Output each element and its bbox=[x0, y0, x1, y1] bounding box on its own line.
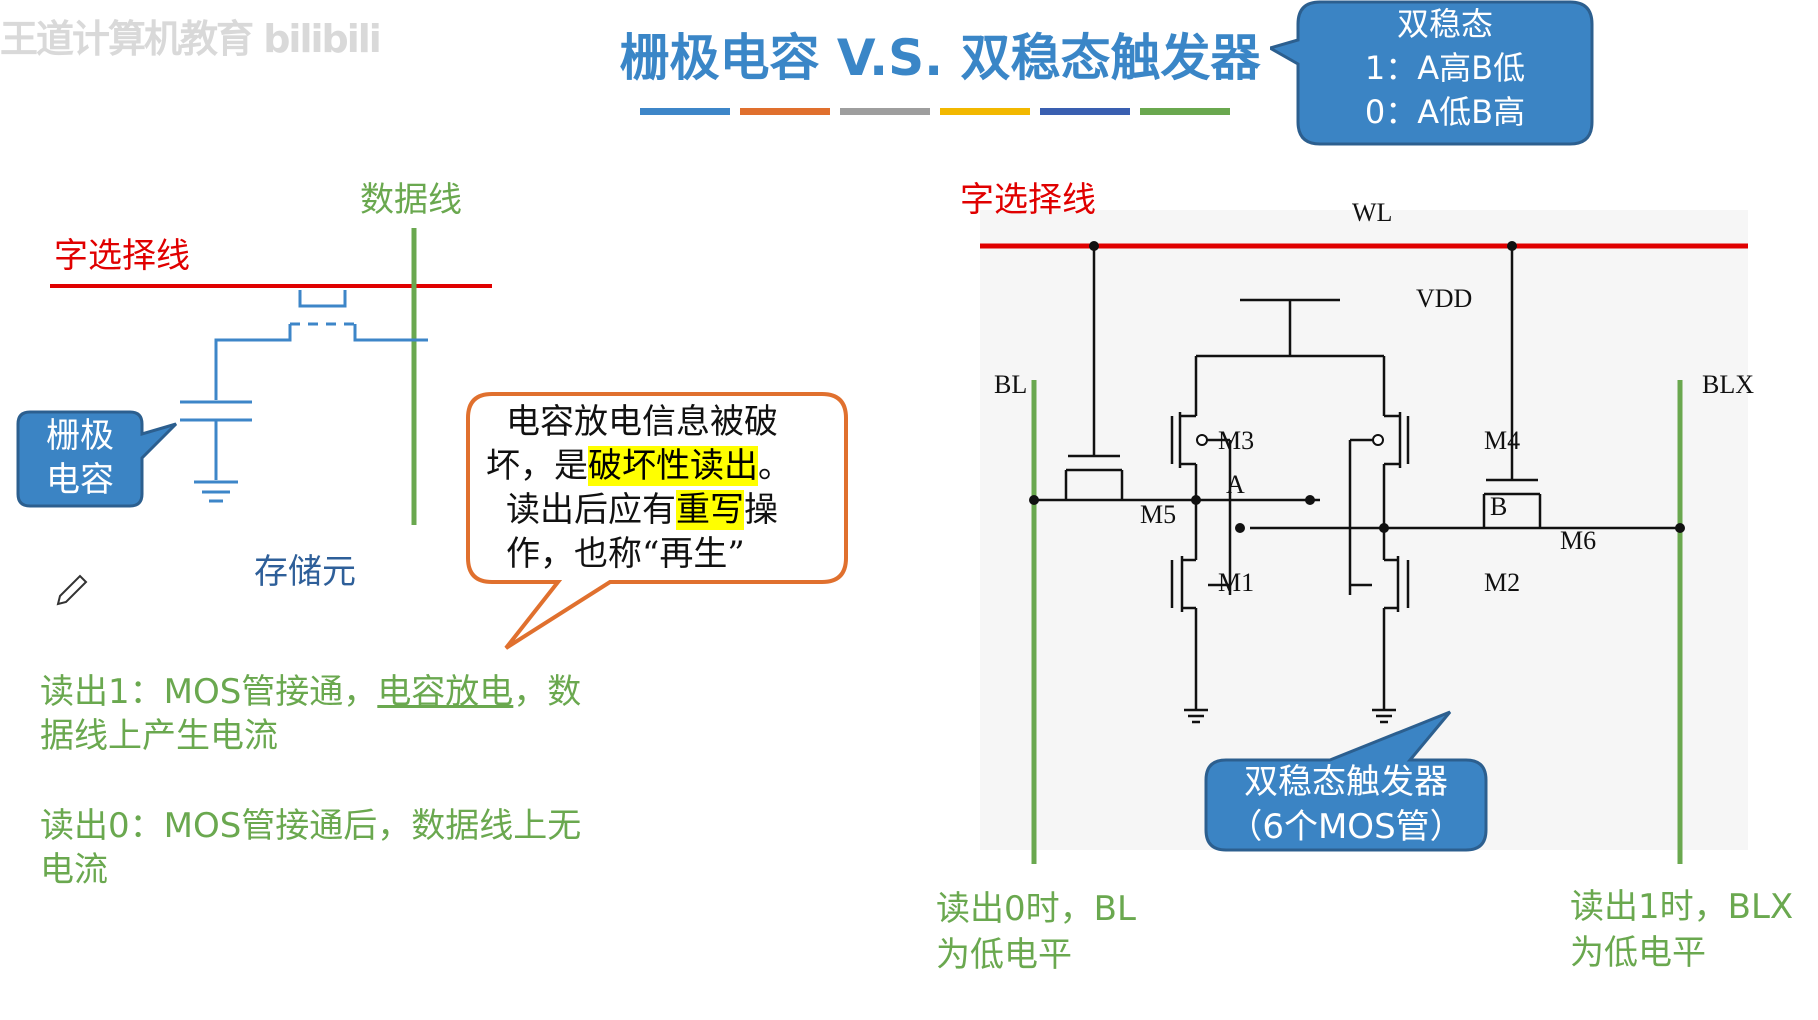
label-m2: M2 bbox=[1484, 568, 1521, 597]
bubble-highlight-rewrite: 重写 bbox=[676, 490, 744, 530]
page-title: 栅极电容 V.S. 双稳态触发器 bbox=[619, 29, 1261, 87]
junction-dots bbox=[1029, 241, 1685, 533]
bubble-highlight-destructive: 破坏性读出 bbox=[588, 446, 758, 486]
flipflop-callout-shape bbox=[1204, 710, 1488, 852]
m3-gate-bubble bbox=[1196, 434, 1208, 446]
label-m1: M1 bbox=[1218, 568, 1255, 597]
read1-note: 读出1：MOS管接通，电容放电，数 据线上产生电流 bbox=[40, 670, 581, 758]
storage-cell-label: 存储元 bbox=[254, 552, 356, 592]
circuit-wires bbox=[1034, 246, 1680, 724]
label-wl: WL bbox=[1352, 198, 1393, 227]
label-m3: M3 bbox=[1218, 426, 1255, 455]
read0-line2: 电流 bbox=[40, 850, 108, 890]
left-word-line-label: 字选择线 bbox=[54, 236, 190, 276]
ground-icon bbox=[194, 480, 238, 503]
bubble-line3-post: 操 bbox=[744, 490, 778, 530]
title-bar-3 bbox=[840, 108, 930, 115]
read1-line1: 读出1：MOS管接通，电容放电，数 bbox=[40, 670, 581, 714]
right-word-line-label: 字选择线 bbox=[960, 180, 1096, 220]
pen-cursor-icon bbox=[56, 574, 88, 606]
title-bar-6 bbox=[1140, 108, 1230, 115]
label-m4: M4 bbox=[1484, 426, 1521, 455]
flipflop-callout: 双稳态触发器 （6个MOS管） bbox=[1206, 760, 1486, 850]
bubble-line2-post: 。 bbox=[758, 446, 792, 486]
bubble-line2-pre: 坏，是 bbox=[486, 446, 588, 486]
schematic-background bbox=[980, 210, 1748, 850]
blx-note-line2: 为低电平 bbox=[1570, 933, 1706, 973]
label-m6: M6 bbox=[1560, 526, 1597, 555]
top-callout-line1: 双稳态 bbox=[1396, 5, 1493, 43]
read1-underlined: 电容放电 bbox=[377, 672, 514, 712]
label-node-a: A bbox=[1226, 470, 1245, 499]
watermark: 王道计算机教育 bilibili bbox=[0, 17, 382, 61]
gate-cap-callout: 栅极 电容 bbox=[18, 414, 142, 502]
gate-cap-line2: 电容 bbox=[46, 460, 114, 500]
gate-cap-line1: 栅极 bbox=[46, 416, 114, 456]
title-bar-2 bbox=[740, 108, 830, 115]
title-bar-1 bbox=[640, 108, 730, 115]
mos-transistor bbox=[214, 290, 428, 400]
read1-pre: 读出1：MOS管接通， bbox=[40, 672, 378, 712]
bl-note-line1: 读出0时，BL bbox=[936, 889, 1136, 929]
bubble-line3: 读出后应有重写操 bbox=[486, 488, 836, 532]
flipflop-callout-line1: 双稳态触发器 bbox=[1244, 762, 1448, 802]
top-callout-shape bbox=[1270, 0, 1594, 146]
title-bar-4 bbox=[940, 108, 1030, 115]
left-data-line-label: 数据线 bbox=[360, 180, 462, 220]
top-callout-line2: 1：A高B低 bbox=[1364, 49, 1526, 87]
sram-6t-diagram bbox=[980, 210, 1748, 864]
flipflop-callout-line2: （6个MOS管） bbox=[1228, 807, 1464, 847]
blx-note-line1: 读出1时，BLX bbox=[1570, 887, 1794, 927]
bl-note: 读出0时，BL 为低电平 bbox=[936, 886, 1136, 978]
label-bl: BL bbox=[994, 370, 1028, 399]
top-callout-line3: 0：A低B高 bbox=[1364, 93, 1526, 131]
bubble-line3-pre: 读出后应有 bbox=[506, 490, 676, 530]
m4-gate-bubble bbox=[1372, 434, 1384, 446]
bubble-line2: 坏，是破坏性读出。 bbox=[486, 444, 836, 488]
label-vdd: VDD bbox=[1416, 284, 1473, 313]
title-bar-5 bbox=[1040, 108, 1130, 115]
bubble-line1: 电容放电信息被破 bbox=[506, 402, 778, 442]
label-node-b: B bbox=[1490, 492, 1508, 521]
gate-cap-callout-shape bbox=[16, 410, 178, 508]
read0-note: 读出0：MOS管接通后，数据线上无 电流 bbox=[40, 804, 581, 892]
top-callout: 双稳态 1：A高B低 0：A低B高 bbox=[1300, 2, 1590, 134]
blx-note: 读出1时，BLX 为低电平 bbox=[1570, 884, 1793, 976]
capacitor-symbol bbox=[180, 400, 252, 480]
read0-line1: 读出0：MOS管接通后，数据线上无 bbox=[40, 806, 582, 846]
bl-note-line2: 为低电平 bbox=[936, 935, 1072, 975]
bubble-text: 电容放电信息被破 坏，是破坏性读出。 读出后应有重写操 作，也称“再生” bbox=[486, 400, 836, 576]
read1-line2: 据线上产生电流 bbox=[40, 716, 278, 756]
bubble-line4: 作，也称“再生” bbox=[506, 534, 745, 574]
label-m5: M5 bbox=[1140, 500, 1177, 529]
label-blx: BLX bbox=[1702, 370, 1754, 399]
read1-post: ，数 bbox=[513, 672, 582, 712]
